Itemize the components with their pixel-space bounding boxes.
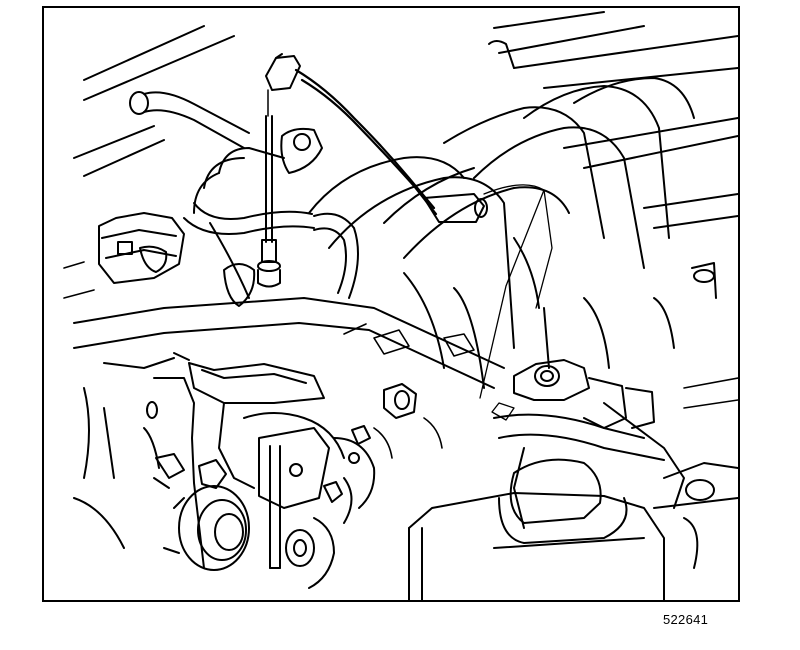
sensor-connector-left	[98, 212, 185, 284]
intake-manifold-runners	[308, 77, 717, 389]
lower-right-housing	[408, 458, 738, 600]
misc-details	[63, 261, 738, 459]
pressure-regulator	[493, 359, 685, 529]
right-rail-lines	[488, 11, 738, 229]
engine-illustration	[63, 11, 738, 600]
figure-frame	[42, 6, 740, 602]
fastener-bolts	[198, 383, 417, 503]
figure-id-label: 522641	[663, 612, 709, 627]
vacuum-hose	[265, 53, 488, 223]
coolant-hose-loop	[183, 127, 359, 307]
vacuum-fitting	[257, 115, 281, 288]
throttle-linkage	[218, 402, 376, 589]
idle-air-valve-wheel	[153, 453, 250, 571]
upper-hose-lines	[73, 25, 250, 177]
hose-routing-leaders	[479, 184, 553, 421]
throttle-body-block	[73, 297, 505, 569]
